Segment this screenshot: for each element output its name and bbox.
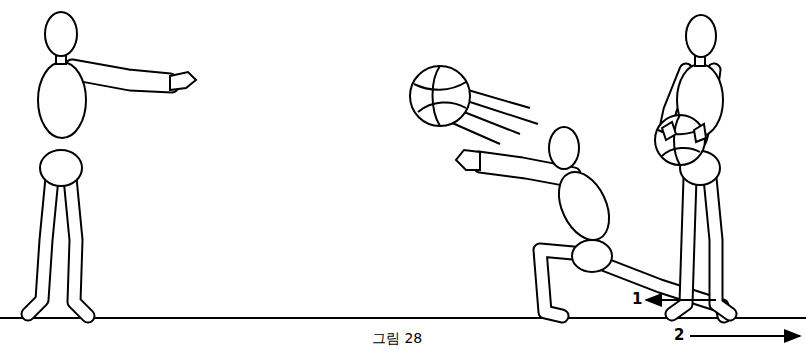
standing-figure <box>655 15 730 314</box>
flying-ball <box>410 66 538 144</box>
callout-number: 1 <box>632 290 642 308</box>
motion-arrow <box>646 299 716 301</box>
callout-number: 2 <box>674 326 684 344</box>
ground-line <box>0 317 806 319</box>
left-figure <box>28 12 196 316</box>
figure-caption: 그림 28 <box>372 330 422 348</box>
motion-arrow <box>690 335 800 337</box>
